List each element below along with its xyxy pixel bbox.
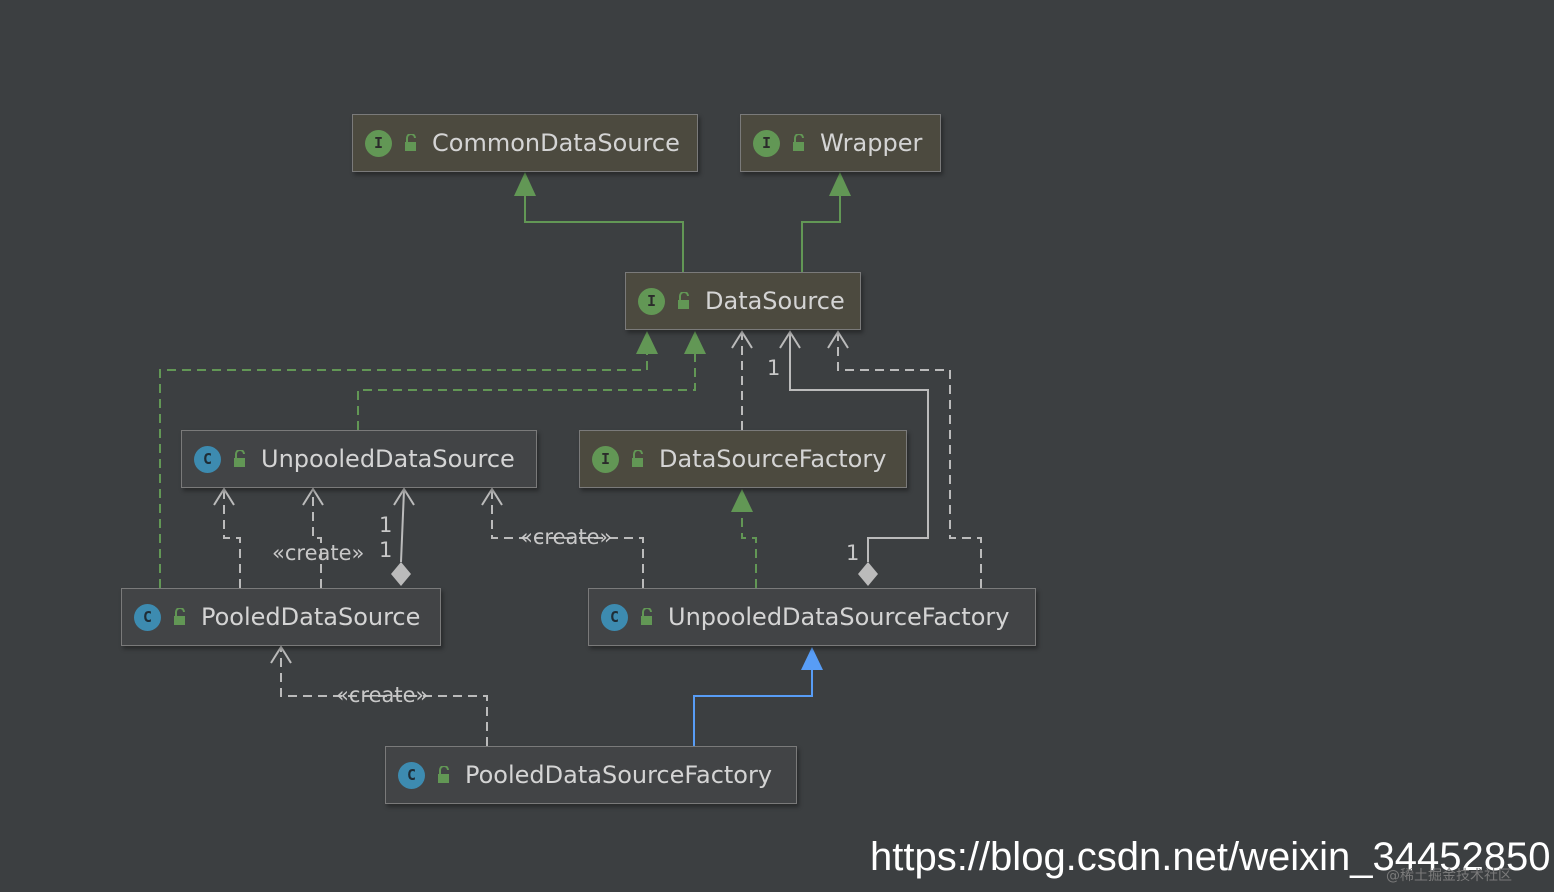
node-unpooled-data-source[interactable]: C UnpooledDataSource xyxy=(181,430,537,488)
class-badge-icon: C xyxy=(601,603,628,631)
inheritance-arrowhead xyxy=(801,647,823,670)
node-label: PooledDataSourceFactory xyxy=(465,761,773,789)
edge-unpooledfactory-implements-datasourcefactory xyxy=(731,489,757,588)
edge-pooled-creates-unpooled xyxy=(302,487,324,588)
node-data-source[interactable]: I DataSource xyxy=(625,272,861,330)
public-visibility-icon xyxy=(793,134,804,151)
public-visibility-icon xyxy=(678,292,689,309)
inheritance-arrowhead xyxy=(514,172,536,196)
edge-pooleddatasource-implements-datasource xyxy=(159,331,658,588)
inheritance-arrowhead xyxy=(829,172,851,196)
node-label: Wrapper xyxy=(820,129,923,157)
edge-label-create: «create» xyxy=(336,683,429,707)
edge-datasourcefactory-uses-datasource xyxy=(731,330,753,430)
edge-label-create: «create» xyxy=(272,541,365,565)
node-label: CommonDataSource xyxy=(432,129,680,157)
implementation-arrowhead xyxy=(684,331,706,354)
interface-badge-icon: I xyxy=(638,287,665,315)
edge-unpooleddatasource-implements-datasource xyxy=(357,331,706,430)
node-pooled-data-source-factory[interactable]: C PooledDataSourceFactory xyxy=(385,746,797,804)
edge-pooledfactory-creates-pooled xyxy=(270,645,488,746)
implementation-arrowhead xyxy=(731,489,753,512)
interface-badge-icon: I xyxy=(753,129,780,157)
node-common-data-source[interactable]: I CommonDataSource xyxy=(352,114,698,172)
edge-multiplicity: 1 xyxy=(379,513,393,537)
interface-badge-icon: I xyxy=(592,445,619,473)
public-visibility-icon xyxy=(234,450,245,467)
public-visibility-icon xyxy=(405,134,416,151)
edge-pooledfactory-extends-unpooledfactory xyxy=(693,647,823,746)
edge-datasource-extends-commondatasource xyxy=(514,172,684,272)
node-data-source-factory[interactable]: I DataSourceFactory xyxy=(579,430,907,488)
watermark-site: @稀土掘金技术社区 xyxy=(1386,868,1512,884)
edge-pooled-has-unpooled xyxy=(391,487,415,586)
node-label: DataSourceFactory xyxy=(659,445,887,473)
public-visibility-icon xyxy=(641,608,652,625)
node-label: UnpooledDataSourceFactory xyxy=(668,603,1010,631)
class-badge-icon: C xyxy=(398,761,425,789)
edge-multiplicity: 1 xyxy=(379,538,393,562)
class-badge-icon: C xyxy=(194,445,221,473)
node-label: UnpooledDataSource xyxy=(261,445,515,473)
edge-label-create: «create» xyxy=(520,525,613,549)
edge-multiplicity: 1 xyxy=(767,356,781,380)
edge-pooled-depends-unpooled-a xyxy=(213,487,241,588)
edge-datasource-extends-wrapper xyxy=(801,172,851,272)
interface-badge-icon: I xyxy=(365,129,392,157)
edge-unpooledfactory-depends-datasource xyxy=(827,330,982,588)
implementation-arrowhead xyxy=(636,331,658,354)
public-visibility-icon xyxy=(174,608,185,625)
node-pooled-data-source[interactable]: C PooledDataSource xyxy=(121,588,441,646)
node-label: DataSource xyxy=(705,287,845,315)
public-visibility-icon xyxy=(632,450,643,467)
edge-unpooledfactory-creates-unpooled xyxy=(481,487,644,588)
composition-diamond xyxy=(858,562,878,586)
watermark-url: https://blog.csdn.net/weixin_34452850 xyxy=(870,835,1551,879)
composition-diamond xyxy=(391,562,411,586)
node-label: PooledDataSource xyxy=(201,603,421,631)
class-badge-icon: C xyxy=(134,603,161,631)
edge-unpooledfactory-has-datasource xyxy=(779,330,929,586)
node-unpooled-data-source-factory[interactable]: C UnpooledDataSourceFactory xyxy=(588,588,1036,646)
public-visibility-icon xyxy=(438,766,449,783)
node-wrapper[interactable]: I Wrapper xyxy=(740,114,941,172)
edge-multiplicity: 1 xyxy=(846,541,860,565)
